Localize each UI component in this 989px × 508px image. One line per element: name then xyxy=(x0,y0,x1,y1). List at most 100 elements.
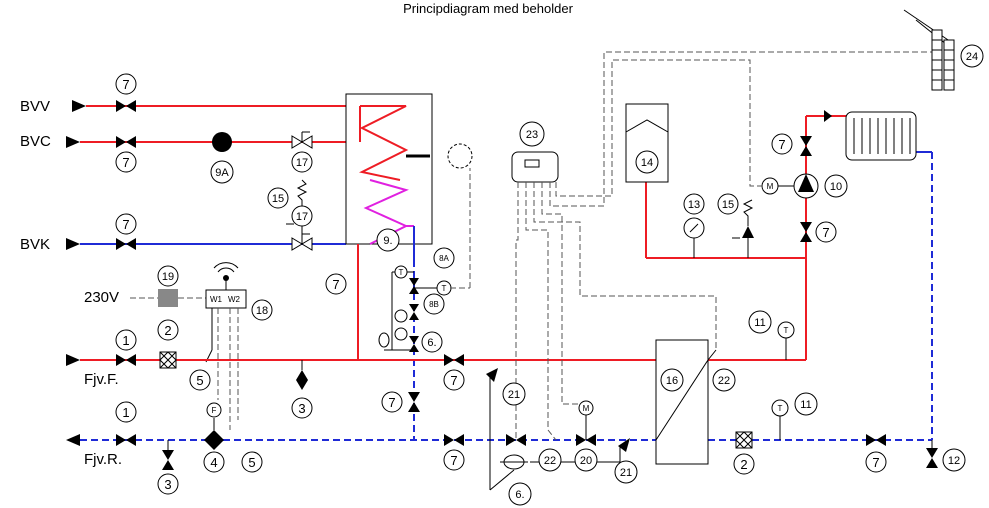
svg-text:7: 7 xyxy=(822,225,829,240)
control-box xyxy=(158,289,178,307)
valve-icon xyxy=(116,100,136,112)
svg-text:7: 7 xyxy=(450,373,457,388)
svg-text:4: 4 xyxy=(210,455,217,470)
svg-text:21: 21 xyxy=(620,467,632,479)
valve-icon xyxy=(116,434,136,446)
svg-text:7: 7 xyxy=(122,77,129,92)
tag-7: 7 xyxy=(815,221,837,243)
control-wiring xyxy=(515,51,940,441)
bvv-line: BVV xyxy=(20,98,346,115)
bvk-arrow xyxy=(66,238,80,250)
temp-sensor-letter: T xyxy=(399,268,404,277)
valve-icon xyxy=(444,434,464,446)
temp-sensor-letter: T xyxy=(442,284,447,293)
tag-14: 14 xyxy=(635,150,659,174)
tag-24: 24 xyxy=(960,44,984,68)
tag-8a: 8A xyxy=(433,247,455,269)
storage-tank xyxy=(345,93,473,245)
svg-text:5: 5 xyxy=(196,373,203,388)
svg-text:21: 21 xyxy=(508,389,520,401)
valve-icon xyxy=(116,136,136,148)
tag-16: 16 xyxy=(660,368,684,392)
tag-5: 5 xyxy=(241,451,263,473)
svg-text:15: 15 xyxy=(722,199,734,211)
tag-22: 22 xyxy=(538,448,562,472)
tag-7: 7 xyxy=(115,213,137,235)
svg-text:22: 22 xyxy=(544,455,556,467)
tag-5: 5 xyxy=(189,369,211,391)
svg-text:7: 7 xyxy=(450,453,457,468)
valve-icon xyxy=(800,136,812,156)
tag-23: 23 xyxy=(519,121,545,147)
tag-19: 19 xyxy=(157,265,179,287)
bvk-label: BVK xyxy=(20,236,50,253)
strainer-icon xyxy=(159,351,177,369)
power-label: 230V xyxy=(84,289,119,306)
temp-sensor-icon xyxy=(777,321,795,360)
bvv-arrow xyxy=(72,100,86,112)
svg-text:8A: 8A xyxy=(439,254,449,263)
motor-valve-icon xyxy=(576,400,596,446)
bvc-label: BVC xyxy=(20,133,51,150)
pump-icon xyxy=(761,173,819,199)
tag-3: 3 xyxy=(291,397,313,419)
outdoor-sensor-icon xyxy=(903,9,955,91)
manometer-icon xyxy=(683,217,705,258)
check-valve-icon xyxy=(291,233,313,251)
return-label: Fjv.R. xyxy=(84,451,122,468)
tag-22: 22 xyxy=(712,368,736,392)
svg-text:10: 10 xyxy=(830,181,842,193)
tag-7: 7 xyxy=(115,73,137,95)
tag-9: 9. xyxy=(376,228,400,252)
svg-text:1: 1 xyxy=(122,405,129,420)
svg-text:2: 2 xyxy=(164,323,171,338)
tag-11: 11 xyxy=(748,310,772,334)
tag-7: 7 xyxy=(381,391,403,413)
supply-label: Fjv.F. xyxy=(84,371,119,388)
svg-text:20: 20 xyxy=(580,455,592,467)
flow-sensor-letter: F xyxy=(212,406,217,415)
svg-text:3: 3 xyxy=(164,477,171,492)
svg-text:7: 7 xyxy=(122,217,129,232)
tag-11: 11 xyxy=(794,392,818,416)
svg-text:1: 1 xyxy=(122,333,129,348)
tag-10: 10 xyxy=(824,174,848,198)
tag-7: 7 xyxy=(325,273,347,295)
tag-7: 7 xyxy=(865,451,887,473)
svg-text:7: 7 xyxy=(388,395,395,410)
svg-text:9.: 9. xyxy=(383,235,392,247)
valve-icon xyxy=(296,360,308,390)
svg-text:7: 7 xyxy=(872,455,879,470)
controller-w1w2: W1 W2 xyxy=(205,262,247,309)
bvc-arrow xyxy=(66,136,80,148)
tag-2: 2 xyxy=(157,319,179,341)
tag-21: 21 xyxy=(614,460,638,484)
bvv-label: BVV xyxy=(20,98,50,115)
svg-text:12: 12 xyxy=(948,455,960,467)
tag-17: 17 xyxy=(291,205,313,227)
tag-15: 15 xyxy=(717,193,739,215)
valve-icon xyxy=(116,354,136,366)
svg-text:9A: 9A xyxy=(215,167,229,179)
supply-arrow xyxy=(66,354,80,366)
svg-text:17: 17 xyxy=(296,211,308,223)
valve-icon xyxy=(800,222,812,242)
motor-letter: M xyxy=(767,182,774,191)
weather-controller xyxy=(511,151,559,183)
svg-text:5: 5 xyxy=(248,455,255,470)
tag-1: 1 xyxy=(115,401,137,423)
svg-text:7: 7 xyxy=(778,137,785,152)
strainer-icon xyxy=(735,431,753,449)
temp-sensor-letter: T xyxy=(778,404,783,413)
tag-18: 18 xyxy=(251,299,273,321)
svg-text:6.: 6. xyxy=(515,489,524,501)
tag-7: 7 xyxy=(443,449,465,471)
svg-text:13: 13 xyxy=(688,199,700,211)
svg-text:15: 15 xyxy=(272,193,284,205)
valve-icon xyxy=(866,434,886,446)
tag-13: 13 xyxy=(683,193,705,215)
svg-text:7: 7 xyxy=(332,277,339,292)
tag-9a: 9A xyxy=(210,160,234,184)
radiator-icon xyxy=(824,110,917,161)
safety-valve-icon xyxy=(732,199,754,258)
